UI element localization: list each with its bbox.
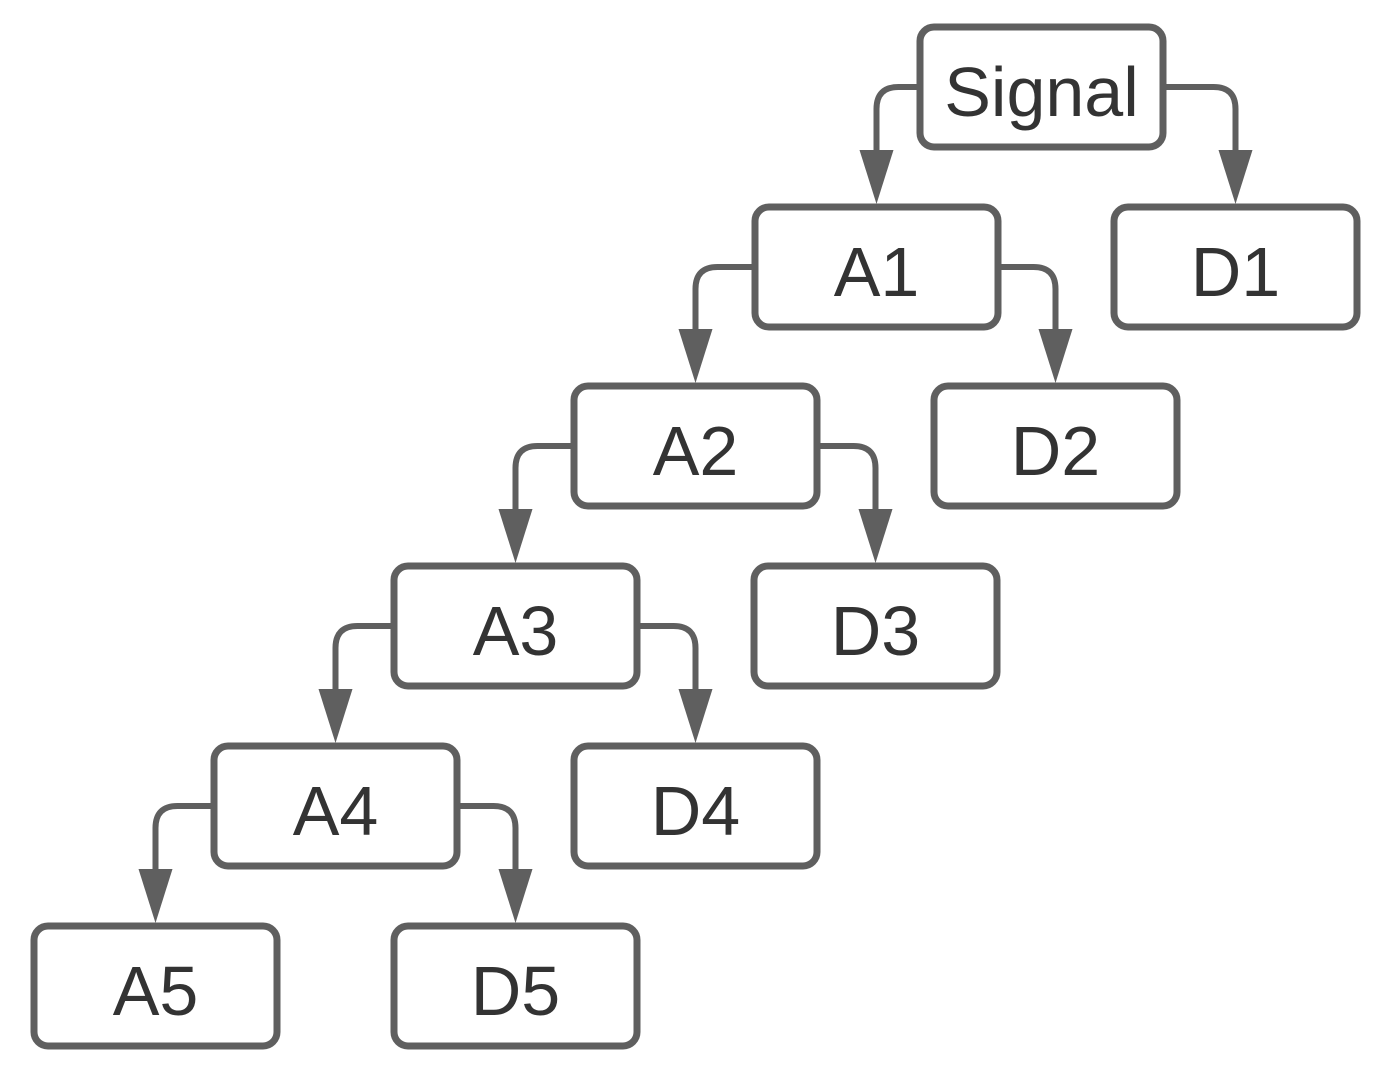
arrowhead-a3-to-d4 bbox=[678, 689, 713, 743]
node-d2: D2 bbox=[930, 382, 1181, 510]
node-a5-label: A5 bbox=[113, 952, 199, 1030]
node-d3-box bbox=[750, 562, 1001, 690]
arrowhead-a4-to-a5 bbox=[138, 869, 173, 923]
node-d5-label: D5 bbox=[471, 952, 560, 1030]
node-d5: D5 bbox=[390, 922, 641, 1050]
node-a4-box bbox=[210, 742, 461, 870]
node-d3: D3 bbox=[750, 562, 1001, 690]
edge-a2-to-d3 bbox=[817, 443, 879, 511]
node-a1-label: A1 bbox=[834, 233, 920, 311]
edge-a3-to-d4 bbox=[637, 623, 699, 691]
arrowhead-a2-to-a3 bbox=[498, 509, 533, 563]
node-a3-label: A3 bbox=[473, 592, 559, 670]
edge-a3-to-a4 bbox=[332, 623, 394, 691]
arrowhead-a1-to-d2 bbox=[1038, 329, 1073, 383]
node-a2-label: A2 bbox=[653, 412, 739, 490]
arrowhead-signal-to-d1 bbox=[1218, 150, 1253, 204]
edge-a4-to-a5 bbox=[152, 803, 214, 871]
arrowhead-signal-to-a1 bbox=[859, 150, 894, 204]
node-d2-label: D2 bbox=[1011, 412, 1100, 490]
edge-a1-to-d2 bbox=[998, 264, 1059, 331]
node-signal-label: Signal bbox=[944, 53, 1139, 131]
node-a3-box bbox=[390, 562, 641, 690]
node-d1-label: D1 bbox=[1191, 233, 1280, 311]
edge-a2-to-a3 bbox=[512, 443, 574, 511]
arrowhead-a3-to-a4 bbox=[318, 689, 353, 743]
edge-signal-to-d1 bbox=[1163, 84, 1239, 152]
arrowhead-a1-to-a2 bbox=[678, 329, 713, 383]
node-a4-label: A4 bbox=[293, 772, 379, 850]
edge-signal-to-a1 bbox=[873, 84, 920, 152]
node-signal-box bbox=[916, 23, 1167, 151]
arrowhead-a2-to-d3 bbox=[858, 509, 893, 563]
edge-a4-to-d5 bbox=[457, 803, 519, 871]
node-d3-label: D3 bbox=[831, 592, 920, 670]
node-d4-label: D4 bbox=[651, 772, 740, 850]
node-a1: A1 bbox=[751, 203, 1002, 331]
node-d1: D1 bbox=[1110, 203, 1361, 331]
node-d5-box bbox=[390, 922, 641, 1050]
nodes-layer: Signal A1 D1 A2 D2 A3 D3 A4 bbox=[30, 23, 1361, 1050]
node-a3: A3 bbox=[390, 562, 641, 690]
node-signal: Signal bbox=[916, 23, 1167, 151]
node-a1-box bbox=[751, 203, 1002, 331]
node-a5: A5 bbox=[30, 922, 281, 1050]
edge-a1-to-a2 bbox=[692, 264, 755, 331]
edges-layer bbox=[138, 84, 1253, 923]
arrowhead-a4-to-d5 bbox=[498, 869, 533, 923]
node-d4: D4 bbox=[570, 742, 821, 870]
node-d4-box bbox=[570, 742, 821, 870]
node-a4: A4 bbox=[210, 742, 461, 870]
node-a5-box bbox=[30, 922, 281, 1050]
node-a2-box bbox=[570, 382, 821, 510]
node-d1-box bbox=[1110, 203, 1361, 331]
node-a2: A2 bbox=[570, 382, 821, 510]
node-d2-box bbox=[930, 382, 1181, 510]
